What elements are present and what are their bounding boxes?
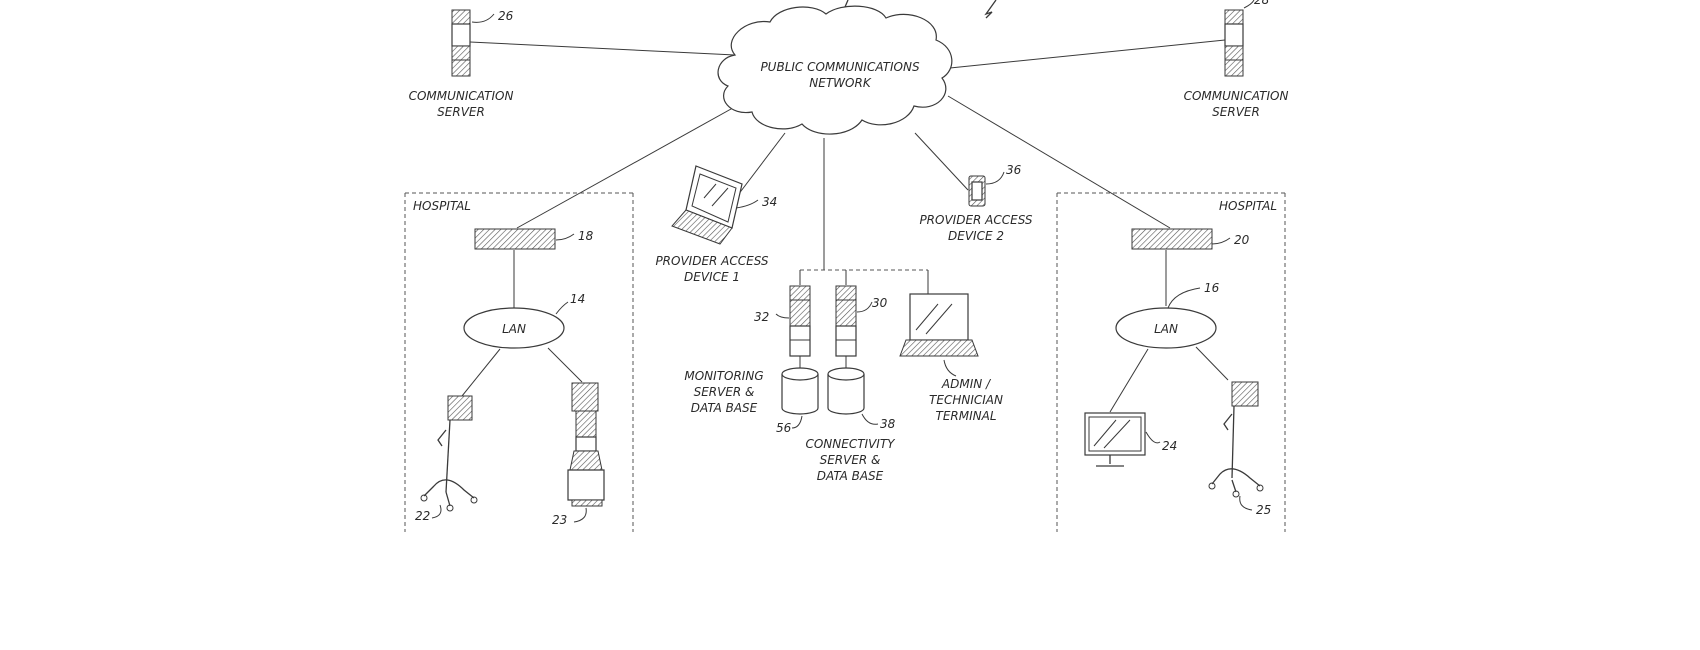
network-label-line2: NETWORK: [809, 76, 872, 90]
provider2-label-line2: DEVICE 2: [948, 229, 1004, 243]
router-left: [475, 229, 555, 249]
server-right-label-line2: SERVER: [1212, 105, 1260, 119]
patient-device-22: 22: [415, 396, 477, 523]
router-right-ref: 20: [1234, 233, 1250, 247]
server-right-ref: 28: [1254, 0, 1270, 7]
network-label-line1: PUBLIC COMMUNICATIONS: [760, 60, 920, 74]
monitoring-database-56: 56 MONITORING SERVER & DATA BASE: [684, 368, 818, 435]
patient-device-23: 23: [552, 383, 604, 527]
lan-right-label: LAN: [1154, 322, 1178, 336]
monitor-24-ref: 24: [1162, 439, 1177, 453]
server-left-label-line2: SERVER: [437, 105, 485, 119]
server-left-ref: 26: [498, 9, 514, 23]
hospital-right-title: HOSPITAL: [1219, 199, 1277, 213]
monitor-24: 24: [1085, 413, 1177, 466]
provider1-ref: 34: [762, 195, 777, 209]
router-right: [1132, 229, 1212, 249]
link-server-right: [950, 40, 1225, 68]
admin-label-line1: ADMIN /: [941, 377, 992, 391]
connectivity-label-line3: DATA BASE: [817, 469, 884, 483]
hospital-left-title: HOSPITAL: [413, 199, 471, 213]
connectivity-db-ref: 38: [880, 417, 896, 431]
patient-device-25: 25: [1209, 382, 1271, 517]
device-23-ref: 23: [552, 513, 567, 527]
hospital-right: HOSPITAL 20 LAN 16 24 25: [1085, 199, 1277, 517]
link-server-left: [470, 42, 735, 55]
connectivity-label-line2: SERVER &: [820, 453, 881, 467]
communication-server-left: 26 COMMUNICATION SERVER: [409, 9, 514, 119]
link-hospital-right: [948, 96, 1170, 228]
router-left-ref: 18: [578, 229, 594, 243]
connectivity-label-line1: CONNECTIVITY: [805, 437, 896, 451]
device-25-ref: 25: [1256, 503, 1271, 517]
provider-access-device-1: 34 PROVIDER ACCESS DEVICE 1: [655, 166, 777, 284]
server-left-label-line1: COMMUNICATION: [409, 89, 514, 103]
connectivity-database-38: 38 CONNECTIVITY SERVER & DATA BASE: [805, 368, 896, 483]
lan-left-label: LAN: [502, 322, 526, 336]
public-network-cloud: PUBLIC COMMUNICATIONS NETWORK: [718, 6, 952, 134]
link-provider1: [738, 133, 785, 195]
monitoring-server-ref: 32: [754, 310, 769, 324]
admin-technician-terminal: ADMIN / TECHNICIAN TERMINAL: [900, 294, 1003, 423]
provider1-label-line2: DEVICE 1: [684, 270, 740, 284]
monitoring-db-ref: 56: [776, 421, 792, 435]
provider2-ref: 36: [1006, 163, 1022, 177]
provider2-label-line1: PROVIDER ACCESS: [919, 213, 1032, 227]
link-provider2: [915, 133, 968, 190]
lan-left-ref: 14: [570, 292, 585, 306]
provider1-label-line1: PROVIDER ACCESS: [655, 254, 768, 268]
admin-label-line2: TECHNICIAN: [929, 393, 1003, 407]
device-22-ref: 22: [415, 509, 430, 523]
monitoring-label-line1: MONITORING: [684, 369, 763, 383]
lan-right-ref: 16: [1204, 281, 1220, 295]
server-right-label-line1: COMMUNICATION: [1184, 89, 1289, 103]
admin-label-line3: TERMINAL: [935, 409, 996, 423]
connectivity-server-30: 30: [836, 286, 888, 356]
monitoring-server-32: 32: [754, 286, 810, 356]
monitoring-label-line3: DATA BASE: [691, 401, 758, 415]
communication-server-right: 28 COMMUNICATION SERVER: [1184, 0, 1289, 119]
connectivity-server-ref: 30: [872, 296, 888, 310]
hospital-left: HOSPITAL 18 LAN 14 22 23: [413, 199, 604, 527]
monitoring-label-line2: SERVER &: [694, 385, 755, 399]
provider-access-device-2: 36 PROVIDER ACCESS DEVICE 2: [919, 163, 1032, 243]
